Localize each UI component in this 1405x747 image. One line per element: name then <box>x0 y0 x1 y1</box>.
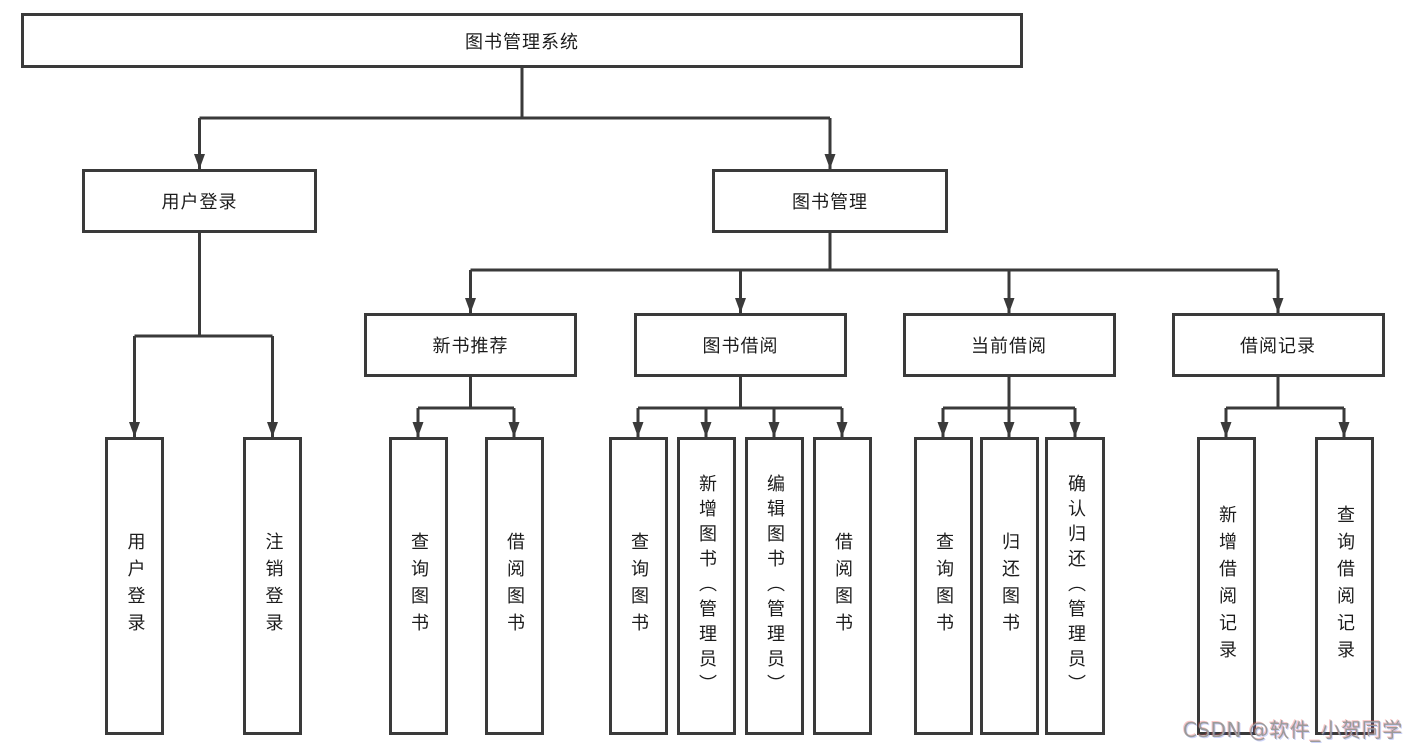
node-user-login-label: 用户登录 <box>161 192 238 213</box>
node-root-label: 图书管理系统 <box>465 31 579 53</box>
leaf-logout-label: 注销登录 <box>262 532 284 640</box>
leaf-br-add-record: 新增借阅记录 <box>1196 437 1256 735</box>
edges-book-borrow-children <box>632 377 848 437</box>
leaf-rec-borrow-books: 借阅图书 <box>484 437 544 735</box>
leaf-br-add-record-label: 新增借阅记录 <box>1216 505 1237 667</box>
node-borrow-records: 借阅记录 <box>1171 313 1385 377</box>
leaf-bb-add-books: 新增图书（管理员） <box>676 437 736 735</box>
leaf-user-login-label: 用户登录 <box>124 532 146 640</box>
leaf-cb-confirm-return: 确认归还（管理员） <box>1045 437 1105 735</box>
leaf-bb-query-books-label: 查询图书 <box>628 532 649 640</box>
leaf-br-query-record-label: 查询借阅记录 <box>1334 505 1355 667</box>
node-new-book-rec: 新书推荐 <box>364 313 577 377</box>
node-borrow-records-label: 借阅记录 <box>1240 336 1316 357</box>
edges-book-mgmt-children <box>465 233 1284 313</box>
leaf-bb-query-books: 查询图书 <box>608 437 668 735</box>
csdn-watermark: CSDN @软件_小贺同学 <box>1183 718 1403 742</box>
leaf-bb-edit-books: 编辑图书（管理员） <box>744 437 804 735</box>
edges-current-borrow-children <box>937 377 1081 437</box>
leaf-cb-return-books: 归还图书 <box>979 437 1039 735</box>
leaf-logout: 注销登录 <box>243 437 302 735</box>
leaf-rec-query-books-label: 查询图书 <box>408 532 429 640</box>
node-current-borrow-label: 当前借阅 <box>971 336 1047 357</box>
leaf-bb-add-books-label: 新增图书（管理员） <box>696 473 717 699</box>
edges-root-to-level1 <box>194 68 836 169</box>
node-book-mgmt: 图书管理 <box>712 169 948 233</box>
edges-new-book-rec-children <box>412 377 520 437</box>
leaf-cb-confirm-return-label: 确认归还（管理员） <box>1065 473 1086 699</box>
leaf-user-login: 用户登录 <box>105 437 164 735</box>
leaf-bb-borrow-books: 借阅图书 <box>812 437 872 735</box>
node-new-book-rec-label: 新书推荐 <box>432 336 509 357</box>
leaf-rec-borrow-books-label: 借阅图书 <box>504 532 525 640</box>
leaf-rec-query-books: 查询图书 <box>388 437 448 735</box>
node-user-login: 用户登录 <box>82 169 317 233</box>
edges-user-login-children <box>129 233 278 437</box>
leaf-br-query-record: 查询借阅记录 <box>1314 437 1374 735</box>
leaf-cb-query-books-label: 查询图书 <box>933 532 954 640</box>
node-book-borrow-label: 图书借阅 <box>702 336 779 357</box>
node-root: 图书管理系统 <box>21 13 1023 68</box>
node-current-borrow: 当前借阅 <box>902 313 1116 377</box>
node-book-borrow: 图书借阅 <box>634 313 847 377</box>
leaf-bb-edit-books-label: 编辑图书（管理员） <box>764 473 785 699</box>
leaf-bb-borrow-books-label: 借阅图书 <box>832 532 853 640</box>
node-book-mgmt-label: 图书管理 <box>792 192 868 213</box>
leaf-cb-query-books: 查询图书 <box>913 437 973 735</box>
leaf-cb-return-books-label: 归还图书 <box>999 532 1020 640</box>
edges-borrow-records-children <box>1220 377 1350 437</box>
